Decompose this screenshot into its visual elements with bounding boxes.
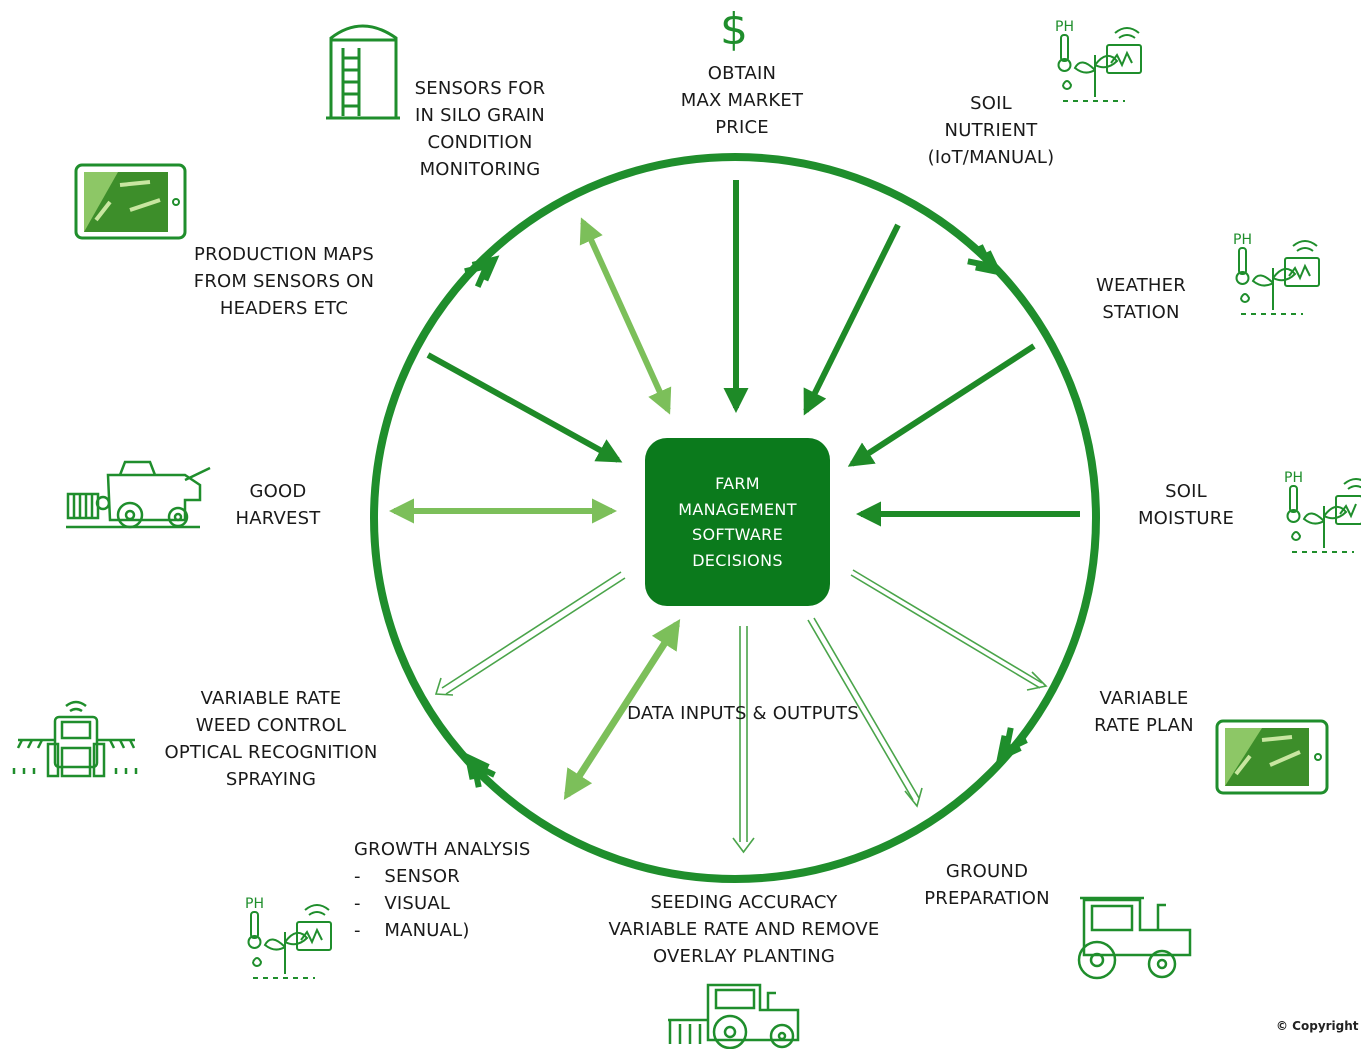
node-label-line: IN SILO GRAIN xyxy=(415,105,545,126)
cycle-chevron xyxy=(967,244,1003,276)
node-seeding-accuracy: SEEDING ACCURACY VARIABLE RATE AND REMOV… xyxy=(596,889,892,970)
node-ground-preparation: GROUND PREPARATION xyxy=(912,858,1062,912)
node-silo-sensors: SENSORS FOR IN SILO GRAIN CONDITION MONI… xyxy=(402,75,558,183)
node-label-line: WEATHER xyxy=(1096,275,1186,296)
node-label-line: PRODUCTION MAPS xyxy=(194,244,374,265)
node-good-harvest: GOOD HARVEST xyxy=(220,478,336,532)
node-label-line: - MANUAL) xyxy=(354,920,470,941)
tractor-icon xyxy=(1077,896,1192,980)
cycle-circle xyxy=(370,153,1100,883)
ph-label: PH xyxy=(1233,232,1252,248)
farm-management-box: FARM MANAGEMENT SOFTWARE DECISIONS xyxy=(645,438,830,606)
node-weed-control: VARIABLE RATE WEED CONTROL OPTICAL RECOG… xyxy=(158,685,384,793)
data-inputs-outputs-label: DATA INPUTS & OUTPUTS xyxy=(612,700,874,727)
node-label-line: SPRAYING xyxy=(225,769,317,790)
node-weather-station: WEATHER STATION xyxy=(1078,272,1204,326)
silo-icon xyxy=(326,24,400,120)
ph-label: PH xyxy=(245,896,264,912)
dollar-icon: $ xyxy=(720,4,748,55)
output-arrow xyxy=(732,626,755,854)
node-variable-rate-plan: VARIABLE RATE PLAN xyxy=(1084,685,1204,739)
node-label-line: SOIL xyxy=(970,93,1012,114)
node-label-line: VARIABLE RATE xyxy=(200,688,342,709)
center-label-line: FARM xyxy=(715,474,760,493)
node-label-line: OVERLAY PLANTING xyxy=(652,946,836,967)
node-label-line: - SENSOR xyxy=(354,866,460,887)
node-label-line: PRICE xyxy=(715,117,769,138)
center-label-line: DECISIONS xyxy=(692,550,783,570)
node-label-line: GOOD xyxy=(249,481,307,502)
node-soil-moisture: SOIL MOISTURE xyxy=(1126,478,1246,532)
node-label-line: RATE PLAN xyxy=(1094,715,1194,736)
node-label-line: PREPARATION xyxy=(924,888,1050,909)
cycle-chevron xyxy=(996,727,1028,763)
exchange-arrow xyxy=(579,217,672,415)
center-label-line: SOFTWARE xyxy=(692,525,783,544)
copyright-notice: © Copyright xyxy=(1276,1019,1359,1033)
soil-sensor-icon: PH xyxy=(1284,470,1361,553)
node-label-line: GROUND xyxy=(945,861,1029,882)
node-label-line: OBTAIN xyxy=(707,63,777,84)
node-label-line: OPTICAL RECOGNITION xyxy=(164,742,378,763)
inner-label-text: DATA INPUTS & OUTPUTS xyxy=(627,703,859,724)
node-label-line: MONITORING xyxy=(419,159,541,180)
output-arrow xyxy=(434,571,626,696)
node-label-line: HEADERS ETC xyxy=(219,298,349,319)
cycle-chevron xyxy=(464,255,500,288)
node-label-line: VARIABLE xyxy=(1099,688,1189,709)
soil-sensor-icon: PH xyxy=(1233,232,1320,315)
node-production-maps: PRODUCTION MAPS FROM SENSORS ON HEADERS … xyxy=(182,241,386,322)
node-label-line: SOIL xyxy=(1165,481,1207,502)
input-arrow xyxy=(426,352,623,463)
ph-label: PH xyxy=(1055,19,1074,35)
cycle-chevron xyxy=(464,752,496,788)
node-label-line: HARVEST xyxy=(235,508,321,529)
input-arrow xyxy=(847,343,1036,467)
node-label-line: SENSORS FOR xyxy=(414,78,546,99)
sprayer-icon xyxy=(12,700,138,778)
ph-label: PH xyxy=(1284,470,1303,486)
node-label-line: MOISTURE xyxy=(1137,508,1235,529)
tablet-map-icon xyxy=(1215,719,1329,795)
center-label-line: MANAGEMENT xyxy=(678,499,797,519)
node-label-line: GROWTH ANALYSIS xyxy=(354,839,531,860)
output-arrow xyxy=(807,617,923,808)
node-label-line: WEED CONTROL xyxy=(195,715,347,736)
node-label-line: FROM SENSORS ON xyxy=(193,271,375,292)
node-label-line: VARIABLE RATE AND REMOVE xyxy=(608,919,880,940)
soil-sensor-icon: PH xyxy=(245,896,332,979)
node-label-line: - VISUAL xyxy=(354,893,451,914)
seeding-tractor-icon xyxy=(668,983,800,1049)
node-label-line: SEEDING ACCURACY xyxy=(650,892,838,913)
node-label-line: (IoT/MANUAL) xyxy=(927,147,1055,168)
node-label-line: STATION xyxy=(1102,302,1180,323)
exchange-arrow xyxy=(563,619,681,800)
combine-harvester-icon xyxy=(66,460,211,529)
input-arrow xyxy=(803,223,901,416)
node-market-price: OBTAIN MAX MARKET PRICE xyxy=(660,60,824,141)
node-soil-nutrient: SOIL NUTRIENT (IoT/MANUAL) xyxy=(916,90,1066,171)
node-label-line: MAX MARKET xyxy=(680,90,804,111)
output-arrow xyxy=(850,569,1048,691)
tablet-map-icon xyxy=(74,163,187,240)
node-label-line: NUTRIENT xyxy=(944,120,1038,141)
node-growth-analysis: GROWTH ANALYSIS - SENSOR - VISUAL - MANU… xyxy=(354,836,544,944)
node-label-line: CONDITION xyxy=(427,132,533,153)
soil-sensor-icon: PH xyxy=(1055,19,1142,102)
